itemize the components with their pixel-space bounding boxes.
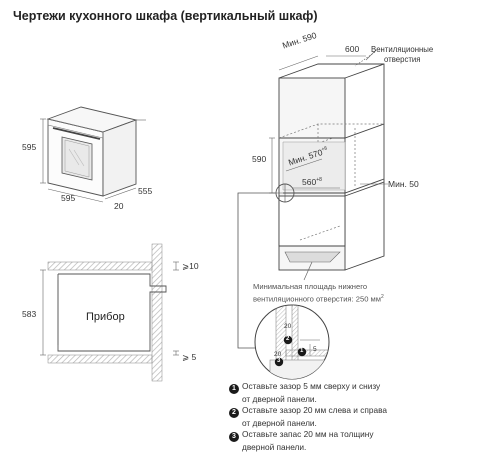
instruction-2-number: 2 xyxy=(229,408,239,418)
vent-area-note: Минимальная площадь нижнего вентиляционн… xyxy=(253,282,453,305)
vent-label-line2: отверстия xyxy=(384,54,421,64)
detail-gap1-label: 20 xyxy=(284,323,292,330)
oven-height-label: 595 xyxy=(22,142,37,152)
detail-marker-1: 1 xyxy=(300,348,304,354)
inner-width-label: 560+8 xyxy=(302,177,322,187)
cabinet-depth-label: 600 xyxy=(345,44,360,54)
oven-width-label: 595 xyxy=(61,193,76,203)
detail-gap3-label: 5 xyxy=(313,346,317,353)
oven-depth-label: 555 xyxy=(138,186,153,196)
vent-label: Вентиляционные отверстия xyxy=(371,45,433,64)
oven-handle xyxy=(52,127,101,140)
section-height-label: 583 xyxy=(22,309,37,319)
vent-label-line1: Вентиляционные xyxy=(371,45,434,54)
detail-marker-2: 2 xyxy=(286,336,290,342)
vent-note-line2: вентиляционного отверстия: 250 мм2 xyxy=(253,294,384,304)
oven-side xyxy=(102,119,137,197)
gap-top-label: ⩾10 xyxy=(182,261,199,271)
device-label: Прибор xyxy=(86,311,125,323)
instruction-1-number: 1 xyxy=(229,384,239,394)
oven-door-label: 20 xyxy=(114,201,124,211)
oven-window xyxy=(61,136,93,181)
gap-bottom-label: ⩾ 5 xyxy=(182,352,197,362)
detail-gap2-label: 20 xyxy=(274,351,282,358)
detail-marker-3: 3 xyxy=(277,358,281,364)
min-bottom-label: Мин. 50 xyxy=(388,179,419,189)
instruction-3-number: 3 xyxy=(229,432,239,442)
page-title: Чертежи кухонного шкафа (вертикальный шк… xyxy=(13,9,318,23)
door-panel xyxy=(151,243,163,382)
niche-height-label: 590 xyxy=(252,154,267,164)
vent-note-line1: Минимальная площадь нижнего xyxy=(253,282,368,291)
